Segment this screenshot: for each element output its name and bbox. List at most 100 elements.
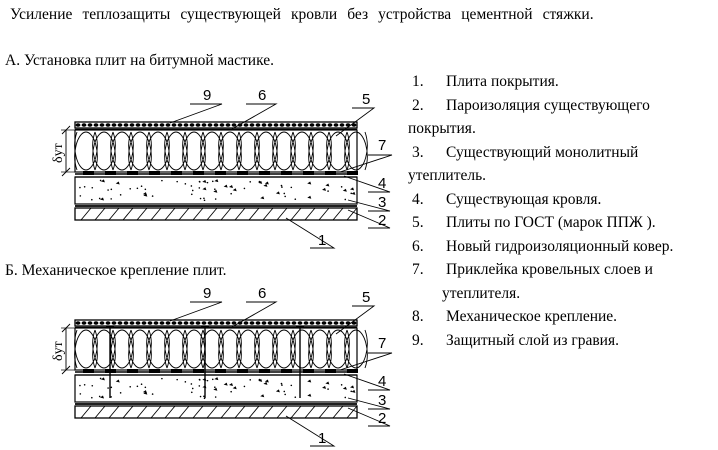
aggregate-mark: [232, 188, 237, 192]
aggregate-dot: [107, 387, 109, 389]
aggregate-dot: [144, 188, 147, 191]
aggregate-mark: [99, 197, 104, 201]
callout-number: 5: [362, 91, 370, 108]
gravel-stone: [309, 321, 315, 325]
aggregate-dot: [161, 377, 163, 380]
aggregate-mark: [115, 379, 120, 383]
aggregate-dot: [79, 195, 82, 197]
legend-item-7-cont: утеплителя.: [442, 284, 521, 302]
aggregate-mark: [307, 181, 312, 185]
gravel-stone: [339, 321, 345, 325]
aggregate-mark: [263, 381, 268, 385]
gravel-stone: [153, 321, 159, 325]
gravel-stone: [123, 321, 129, 325]
slab-hatch: [346, 405, 358, 419]
gravel-stone: [87, 123, 93, 127]
aggregate-dot: [119, 194, 122, 196]
adhesive-spot: [149, 369, 160, 373]
aggregate-dot: [184, 381, 187, 383]
section-a-heading: А. Установка плит на битумной мастике.: [5, 52, 274, 69]
aggregate-dot: [214, 188, 216, 191]
gravel-stone: [207, 123, 213, 127]
aggregate-mark: [260, 394, 265, 398]
aggregate-dot: [190, 383, 193, 385]
gravel-stone: [333, 321, 339, 325]
aggregate-dot: [98, 395, 101, 398]
gravel-stone: [225, 123, 231, 127]
aggregate-dot: [136, 385, 139, 388]
aggregate-dot: [199, 395, 202, 398]
gravel-stone: [225, 321, 231, 325]
aggregate-mark: [350, 187, 355, 191]
slab-hatch: [136, 405, 148, 419]
aggregate-dot: [191, 189, 194, 192]
gravel-stone: [273, 123, 279, 127]
legend-item-3: 3.Существующий монолитный: [412, 143, 639, 161]
gravel-stone: [111, 321, 117, 325]
aggregate-mark: [100, 377, 105, 381]
slab-hatch: [122, 207, 134, 221]
gravel-stone: [129, 123, 135, 127]
aggregate-dot: [206, 181, 209, 184]
gravel-stone: [255, 321, 261, 325]
adhesive-spot: [303, 171, 314, 175]
slab-hatch: [262, 405, 274, 419]
aggregate-mark: [223, 382, 228, 386]
aggregate-dot: [190, 391, 193, 394]
adhesive-spot: [281, 171, 292, 175]
adhesive-spot: [193, 171, 204, 175]
slab-hatch: [290, 405, 302, 419]
gravel-stone: [273, 321, 279, 325]
aggregate-mark: [342, 386, 347, 390]
aggregate-dot: [327, 388, 329, 390]
slab-hatch: [108, 207, 120, 221]
aggregate-dot: [294, 396, 297, 399]
aggregate-dot: [151, 195, 154, 197]
aggregate-dot: [203, 197, 205, 200]
gravel-stone: [93, 321, 99, 325]
callout-number: 2: [378, 410, 386, 427]
aggregate-mark: [258, 180, 263, 184]
adhesive-spot: [215, 369, 226, 373]
gravel-stone: [177, 123, 183, 127]
monolithic-insulation: [74, 374, 358, 403]
section-layers: [61, 121, 368, 221]
aggregate-dot: [284, 195, 286, 198]
adhesive-spot: [127, 171, 138, 175]
aggregate-mark: [260, 196, 265, 200]
callout-number: 6: [258, 285, 266, 302]
gravel-stone: [87, 321, 93, 325]
aggregate-mark: [351, 389, 356, 393]
gravel-stone: [243, 321, 249, 325]
aggregate-dot: [214, 386, 216, 389]
aggregate-dot: [230, 192, 232, 195]
callout-leader: [347, 407, 391, 427]
aggregate-mark: [342, 188, 347, 192]
aggregate-dot: [91, 198, 93, 201]
adhesive-spot: [215, 171, 226, 175]
aggregate-dot: [294, 198, 297, 201]
legend: 1.Плита покрытия. 2.Пароизоляция существ…: [408, 70, 714, 352]
aggregate-mark: [350, 385, 355, 389]
callout-leader: [347, 199, 391, 212]
gravel-stone: [297, 123, 303, 127]
aggregate-dot: [83, 383, 86, 386]
section-b-heading: Б. Механическое крепление плит.: [5, 262, 227, 279]
aggregate-dot: [161, 179, 163, 182]
gravel-stone: [177, 321, 183, 325]
aggregate-dot: [83, 185, 86, 188]
callout-leader: [339, 154, 393, 173]
slab-hatch: [178, 207, 190, 221]
aggregate-dot: [176, 378, 178, 381]
gravel-stone: [153, 123, 159, 127]
gravel-stone: [81, 123, 87, 127]
callout-number: 9: [203, 285, 211, 302]
aggregate-dot: [344, 198, 347, 201]
insulation-board: [74, 327, 358, 371]
insulation-board: [74, 129, 358, 173]
adhesive-spot: [83, 369, 94, 373]
adhesive-spot: [259, 171, 270, 175]
slab-hatch: [150, 207, 162, 221]
aggregate-dot: [283, 192, 286, 195]
